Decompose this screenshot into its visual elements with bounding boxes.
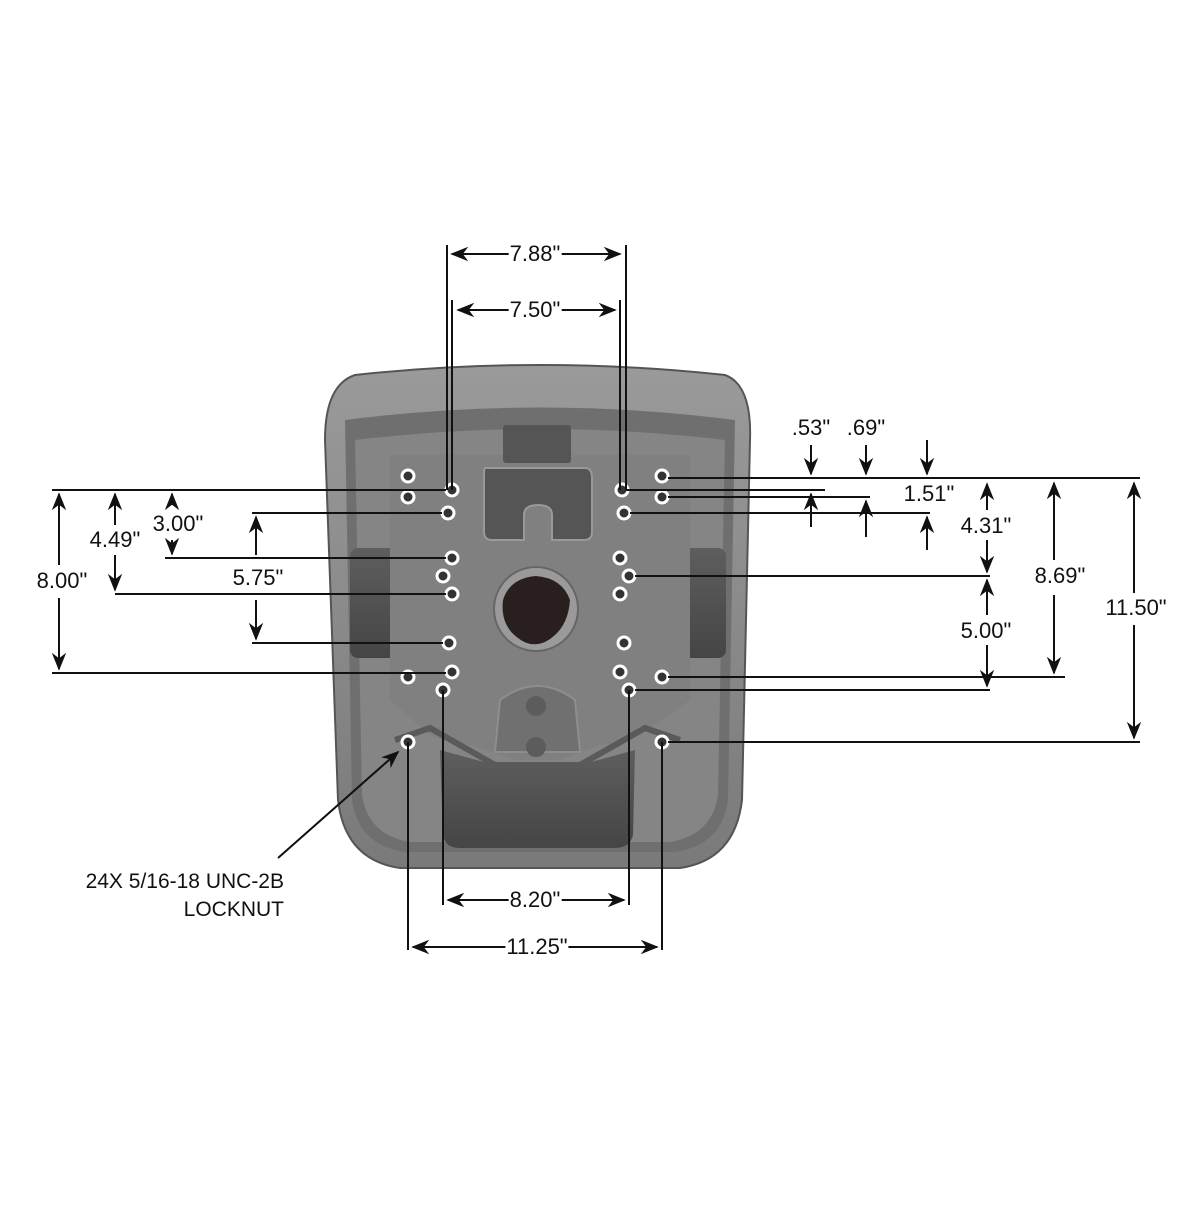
dim-left-3-00: 3.00" [151,511,205,536]
dim-right-8-69: 8.69" [1033,563,1087,588]
dim-bottom-inner-width: 8.20" [508,887,562,912]
dim-left-5-75: 5.75" [231,565,285,590]
locknut-callout-line2: LOCKNUT [183,898,284,921]
dim-offset-a: .53" [790,415,832,440]
dim-left-8-00: 8.00" [35,568,89,593]
dim-top-inner-width: 7.50" [508,297,562,322]
lower-pan [440,750,635,848]
top-recess [483,467,593,541]
dim-offset-b: .69" [845,415,887,440]
locknut-callout-line1: 24X 5/16-18 UNC-2B [85,870,284,893]
dim-bottom-outer-width: 11.25" [505,934,569,959]
dim-right-4-31: 4.31" [959,513,1013,538]
dim-top-outer-width: 7.88" [508,241,562,266]
seat-shell [323,364,752,869]
top-tab [503,425,571,463]
dim-offset-c: 1.51" [903,481,955,506]
locknut-callout: 24X 5/16-18 UNC-2B LOCKNUT [30,868,284,924]
dim-left-4-49: 4.49" [88,527,142,552]
center-hole [502,576,570,645]
dim-right-5-00: 5.00" [959,618,1013,643]
dim-right-11-50: 11.50" [1104,595,1168,620]
